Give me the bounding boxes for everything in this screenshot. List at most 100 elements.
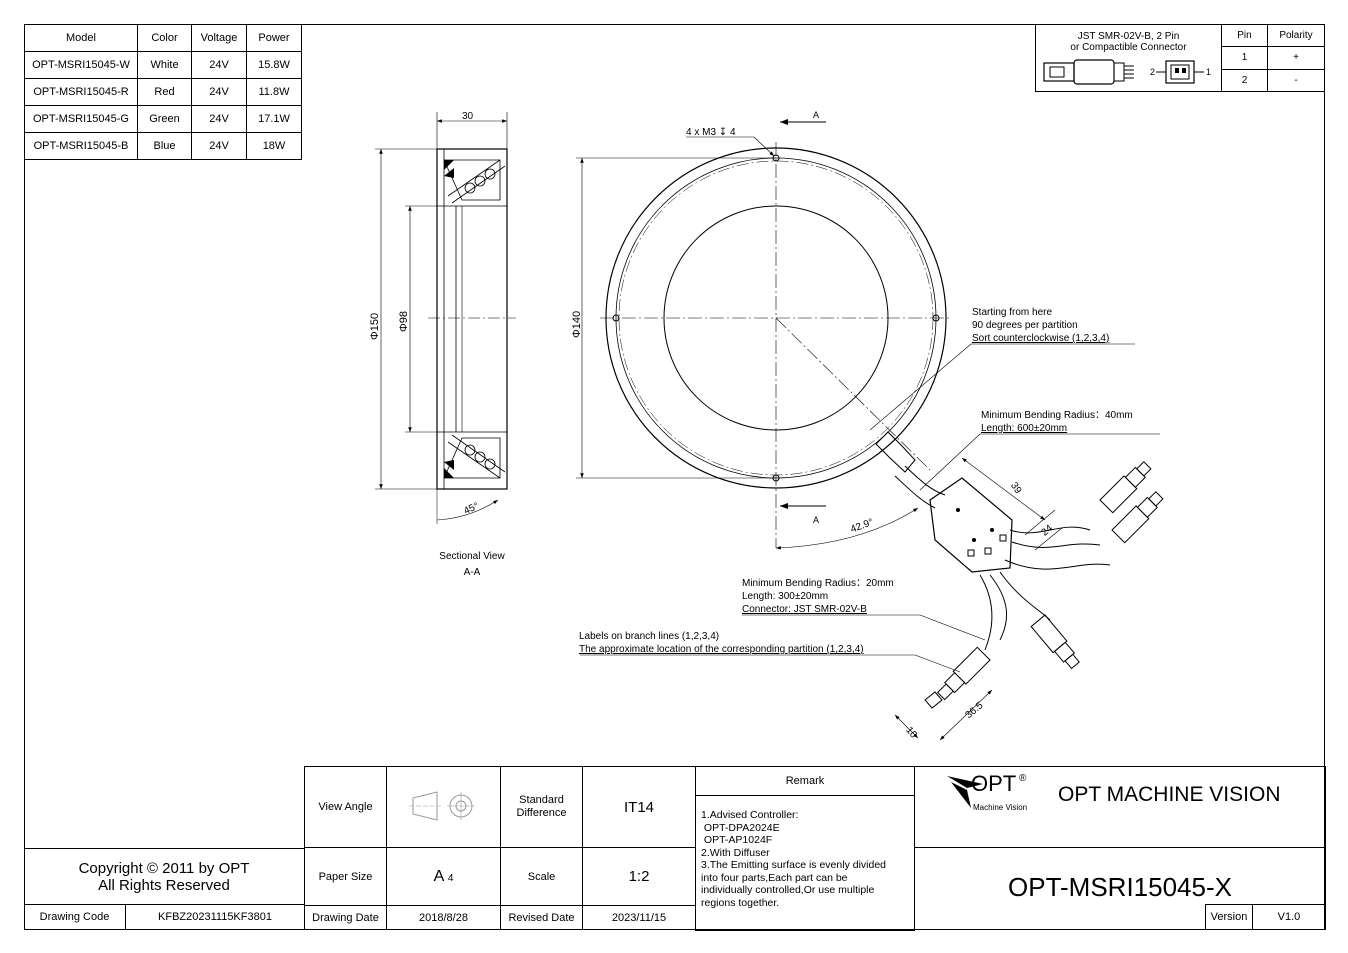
model-cell: OPT-MSRI15045-B (24, 132, 138, 160)
table-row: OPT-MSRI15045-B Blue 24V 18W (24, 132, 302, 160)
remark-line: regions together. (701, 896, 780, 909)
logo-text: OPT (971, 771, 1017, 796)
standard-label-1: Standard (519, 794, 564, 806)
connector-icon: 2 1 (1043, 59, 1211, 85)
main-cable-line-1: Minimum Bending Radius：40mm (981, 410, 1133, 421)
table-row: 1 + (1036, 46, 1325, 70)
table-row: OPT-MSRI15045-W White 24V 15.8W (24, 51, 302, 79)
dim-diameter: Φ140 (571, 311, 583, 338)
branch-cable-line-2: Length: 300±20mm (742, 591, 829, 602)
remark-label: Remark (696, 767, 914, 796)
projection-icon (408, 790, 475, 821)
header-pin: Pin (1221, 23, 1268, 48)
color-cell: White (137, 51, 192, 79)
remark-line: 2.With Diffuser (701, 846, 770, 859)
standard-difference-label: Standard Difference (500, 766, 583, 848)
color-cell: Blue (137, 132, 192, 160)
voltage-cell: 24V (191, 105, 247, 133)
dim-24: 24 (1039, 523, 1055, 539)
connector-title-1: JST SMR-02V-B, 2 Pin (1077, 31, 1180, 42)
paper-size-sub: 4 (447, 872, 454, 884)
copyright-line-1: Copyright © 2011 by OPT (78, 860, 250, 877)
voltage-cell: 24V (191, 132, 247, 160)
remark-text: 1.Advised Controller: OPT-DPA2024E OPT-A… (696, 796, 914, 909)
title-block: View Angle Standard Difference IT14 Rema… (304, 766, 1326, 931)
pin-1-label: 1 (1206, 67, 1211, 77)
remark-line: 3.The Emitting surface is evenly divided (701, 859, 887, 871)
drawing-date-label: Drawing Date (304, 905, 387, 930)
main-cable-note: Minimum Bending Radius：40mm Length: 600±… (981, 409, 1133, 435)
standard-difference-value: IT14 (582, 766, 696, 848)
header-polarity: Polarity (1267, 23, 1325, 48)
power-cell: 18W (246, 132, 302, 160)
dim-365: 36.5 (963, 700, 985, 721)
version-label: Version (1205, 904, 1253, 929)
sectional-view: 30 Φ150 Φ98 (369, 111, 516, 578)
remark-line: 1.Advised Controller: (701, 809, 799, 821)
labels-line-2: The approximate location of the correspo… (579, 644, 864, 655)
version-value: V1.0 (1252, 904, 1325, 929)
polarity-cell: - (1267, 68, 1325, 93)
model-cell: OPT-MSRI15045-R (24, 78, 138, 106)
company-name: OPT MACHINE VISION (1058, 783, 1281, 806)
cable-dimensions (894, 457, 1063, 741)
connector-table: JST SMR-02V-B, 2 Pin or Compactible Conn… (1035, 23, 1325, 93)
partition-line-3: Sort counterclockwise (1,2,3,4) (972, 333, 1110, 344)
scale-label: Scale (500, 847, 583, 906)
remark-line: OPT-AP1024F (701, 834, 773, 846)
table-row: OPT-MSRI15045-G Green 24V 17.1W (24, 105, 302, 133)
part-number: OPT-MSRI15045-X (1008, 872, 1232, 902)
drawing-code-value: KFBZ20231115KF3801 (125, 904, 305, 929)
model-table: Model Color Voltage Power OPT-MSRI15045-… (24, 24, 302, 160)
dim-outer: Φ150 (369, 313, 381, 340)
front-view: 4 x M3 ↧ 4 A A Φ140 42.9° (571, 110, 952, 550)
paper-size-letter: A (433, 867, 444, 885)
section-caption-2: A-A (464, 567, 481, 578)
branch-cable-line-1: Minimum Bending Radius：20mm (742, 578, 894, 589)
scale-value: 1:2 (582, 847, 696, 906)
cable-assembly (875, 431, 1164, 709)
connector-title-2: or Compactible Connector (1070, 42, 1187, 53)
leader-lines (580, 343, 1160, 673)
partition-line-1: Starting from here (972, 307, 1053, 318)
connector-cell: JST SMR-02V-B, 2 Pin or Compactible Conn… (1035, 24, 1222, 92)
logo-cell: OPT ® Machine Vision OPT MACHINE VISION (914, 766, 1326, 848)
version-table: Version V1.0 (1205, 904, 1325, 929)
paper-size-label: Paper Size (304, 847, 387, 906)
view-angle-symbol (386, 766, 501, 848)
section-mark-top: A (813, 110, 819, 120)
remark-cell: Remark 1.Advised Controller: OPT-DPA2024… (695, 766, 915, 931)
partition-line-2: 90 degrees per partition (972, 320, 1078, 331)
section-mark-bottom: A (813, 515, 819, 525)
drawing-code-label: Drawing Code (24, 904, 126, 929)
copyright-line-2: All Rights Reserved (98, 877, 230, 894)
labels-line-1: Labels on branch lines (1,2,3,4) (579, 631, 720, 642)
power-cell: 15.8W (246, 51, 302, 79)
main-cable-line-2: Length: 600±20mm (981, 423, 1068, 434)
branch-cable-note: Minimum Bending Radius：20mm Length: 300±… (742, 577, 894, 616)
dim-inner: Φ98 (398, 311, 410, 332)
dim-angle-45: 45° (462, 501, 480, 517)
model-table-header: Model Color Voltage Power (24, 24, 302, 52)
paper-size-value: A 4 (386, 847, 501, 906)
copyright-block: Copyright © 2011 by OPT All Rights Reser… (24, 848, 305, 905)
revised-date-label: Revised Date (500, 905, 583, 930)
standard-label-2: Difference (516, 807, 567, 819)
dim-10: 10 (903, 725, 919, 741)
remark-line: into four parts,Each part can be (701, 871, 848, 884)
hole-note: 4 x M3 ↧ 4 (686, 127, 736, 138)
model-cell: OPT-MSRI15045-G (24, 105, 138, 133)
table-row: 2 - (1036, 68, 1325, 93)
branch-cable-line-3: Connector: JST SMR-02V-B (742, 604, 867, 615)
remark-line: OPT-DPA2024E (701, 821, 780, 834)
pin-2-label: 2 (1150, 67, 1155, 77)
remark-line: individually controlled,Or use multiple (701, 884, 875, 896)
header-color: Color (137, 24, 192, 52)
dim-width: 30 (462, 111, 474, 122)
partition-note: Starting from here 90 degrees per partit… (972, 306, 1109, 345)
logo-reg: ® (1019, 773, 1027, 784)
drawing-code-table: Drawing Code KFBZ20231115KF3801 (24, 904, 305, 929)
dim-angle-429: 42.9° (849, 517, 875, 535)
labels-note: Labels on branch lines (1,2,3,4) The app… (579, 630, 864, 656)
